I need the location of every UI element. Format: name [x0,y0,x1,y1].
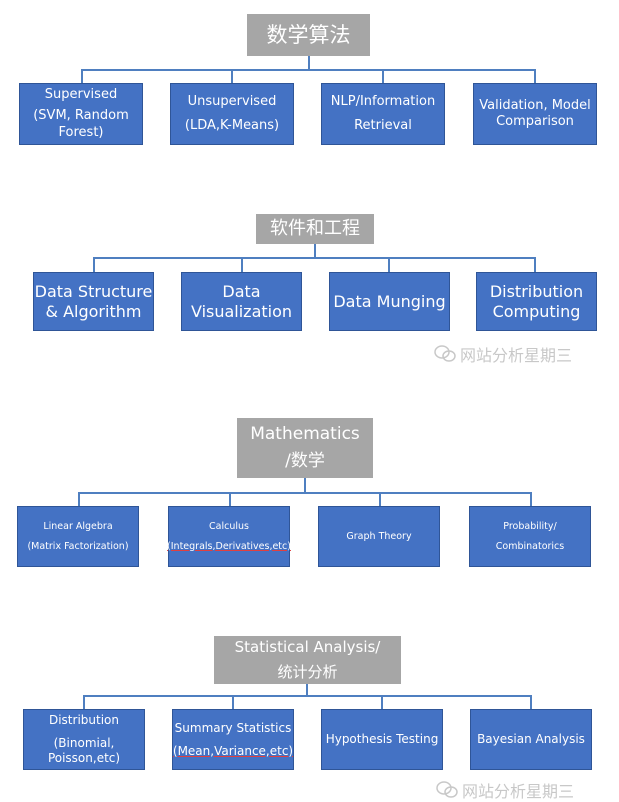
node-supervised: Supervised (SVM, Random Forest) [19,83,143,145]
root-node-software: 软件和工程 [256,214,374,244]
node-calculus: Calculus (Integrals,Derivatives,etc) [167,506,291,567]
node-unsupervised: Unsupervised (LDA,K-Means) [170,83,294,145]
watermark: 网站分析星期三 [434,342,572,366]
root-label: Mathematics [250,423,360,444]
node-summary-statistics: Summary Statistics (Mean,Variance,etc) [172,709,294,770]
node-data-visualization: Data Visualization [181,272,302,331]
root-label-sub: 统计分析 [277,663,338,681]
root-label-sub: /数学 [285,451,325,471]
root-node-mathematics: Mathematics /数学 [237,418,373,478]
root-label: 软件和工程 [270,217,360,239]
root-node-statistics: Statistical Analysis/ 统计分析 [214,636,401,684]
node-data-munging: Data Munging [329,272,450,331]
root-label: Statistical Analysis/ [234,638,381,657]
node-validation: Validation, Model Comparison [473,83,597,145]
wechat-icon [434,345,456,362]
node-bayesian-analysis: Bayesian Analysis [470,709,592,770]
node-nlp: NLP/Information Retrieval [321,83,445,145]
node-distribution-computing: Distribution Computing [476,272,597,331]
node-probability: Probability/ Combinatorics [469,506,591,567]
root-node-algorithms: 数学算法 [247,14,370,56]
node-graph-theory: Graph Theory [318,506,440,567]
root-label: 数学算法 [266,22,351,47]
node-linear-algebra: Linear Algebra (Matrix Factorization) [17,506,139,567]
node-distribution: Distribution (Binomial, Poisson,etc) [23,709,145,770]
watermark-bottom: 网站分析星期三 [436,778,574,802]
wechat-icon [436,781,458,798]
node-hypothesis-testing: Hypothesis Testing [321,709,443,770]
node-data-structure: Data Structure & Algorithm [33,272,154,331]
